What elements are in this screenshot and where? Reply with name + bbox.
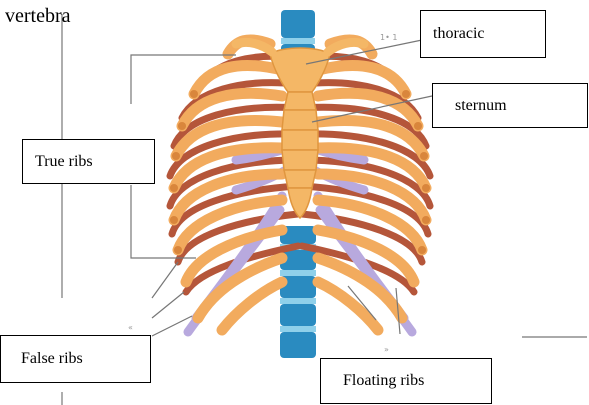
svg-text:1• 1: 1• 1 <box>380 33 397 42</box>
label-floating-ribs-text: Floating ribs <box>343 372 424 390</box>
label-true-ribs: True ribs <box>22 139 155 184</box>
label-sternum: sternum <box>432 83 588 128</box>
label-sternum-text: sternum <box>455 97 507 115</box>
label-thoracic-text: thoracic <box>433 25 485 43</box>
svg-text:«: « <box>128 323 133 332</box>
label-true-ribs-text: True ribs <box>35 153 93 171</box>
svg-text:»: » <box>384 345 389 354</box>
label-false-ribs-text: False ribs <box>21 350 83 368</box>
label-floating-ribs: Floating ribs <box>320 358 492 404</box>
label-thoracic: thoracic <box>420 10 546 58</box>
vertebra-heading: vertebra <box>5 5 71 28</box>
label-false-ribs: False ribs <box>0 335 151 383</box>
